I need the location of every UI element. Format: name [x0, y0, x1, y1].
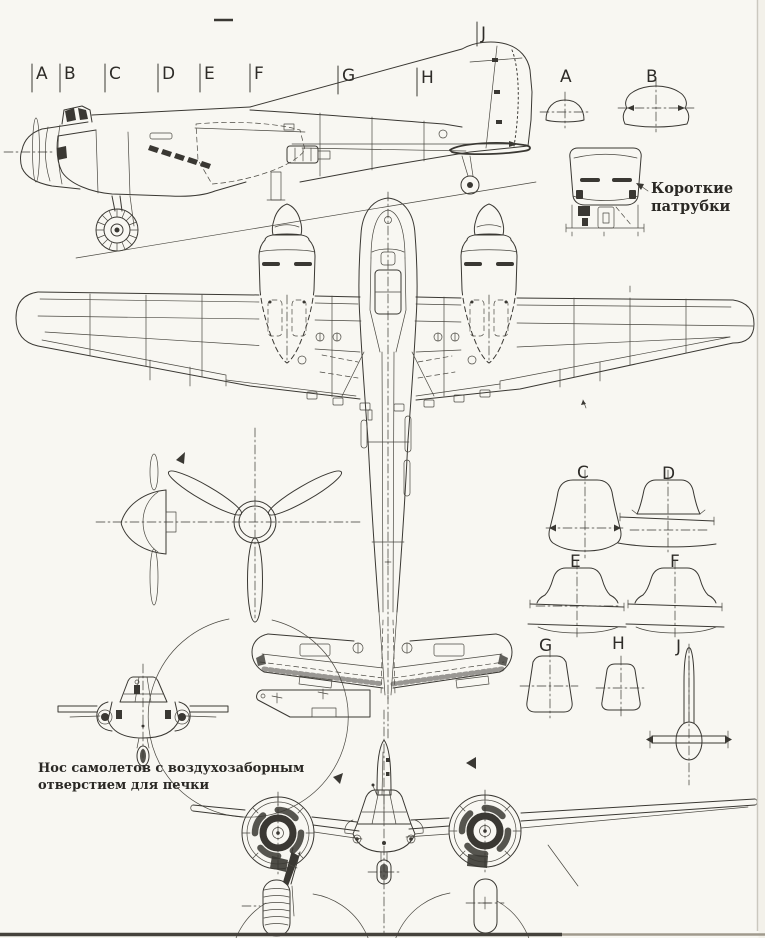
station-label-h: H	[421, 68, 434, 88]
section-label-d: D	[662, 464, 675, 484]
page-margin	[758, 0, 765, 938]
exhaust-note-line1: Короткие	[651, 180, 733, 197]
cross-section-f: F	[625, 552, 725, 641]
nacelle-right-plan	[460, 203, 518, 364]
station-label-g: G	[342, 66, 355, 86]
station-label-d: D	[162, 64, 175, 84]
wheel-spokes	[95, 208, 139, 252]
tailwheel-front	[367, 851, 403, 885]
station-label-a: A	[36, 64, 48, 84]
nacelle-left-plan	[258, 203, 316, 364]
cross-section-e: E	[527, 552, 627, 641]
cross-section-h: H	[595, 634, 647, 717]
station-label-f: F	[254, 64, 264, 84]
cross-section-b: B	[617, 67, 695, 133]
nose-front-detail: Нос самолетов с воздухозаборным отверсти…	[38, 663, 304, 793]
section-label-b: B	[646, 67, 658, 87]
plan-view	[15, 191, 755, 739]
exhaust-note-line2: патрубки	[651, 198, 731, 215]
section-label-c: C	[577, 463, 589, 483]
inspection-hatches	[297, 332, 477, 365]
section-label-e: E	[570, 552, 581, 572]
fuselage-plan	[341, 191, 435, 701]
landing-gear-left	[241, 847, 301, 937]
nose-caption-line1: Нос самолетов с воздухозаборным	[38, 761, 304, 776]
tailplane-plan	[251, 611, 513, 739]
elevator-detail	[256, 688, 371, 718]
landing-gear-right	[465, 878, 505, 934]
propeller-detail	[95, 427, 361, 818]
side-view: A B C D E F G H J	[3, 21, 537, 259]
cross-section-c: C	[545, 463, 625, 559]
section-label-j: J	[675, 637, 681, 657]
cross-section-a: A	[539, 67, 591, 129]
cross-section-g: G	[519, 636, 579, 719]
station-label-e: E	[204, 64, 215, 84]
station-label-c: C	[109, 64, 121, 84]
cross-section-d: D	[617, 464, 717, 553]
station-ticks	[31, 21, 478, 97]
exhaust-stubs	[148, 145, 211, 169]
front-view	[190, 709, 758, 938]
section-label-h: H	[612, 634, 625, 654]
station-label-b: B	[64, 64, 76, 84]
nose-caption-line2: отверстием для печки	[38, 778, 209, 793]
engine-cowling-detail: Короткие патрубки	[565, 147, 733, 237]
section-label-g: G	[539, 636, 552, 656]
station-label-j: J	[480, 24, 486, 44]
cross-section-j: J	[646, 637, 732, 786]
section-label-a: A	[560, 67, 572, 87]
